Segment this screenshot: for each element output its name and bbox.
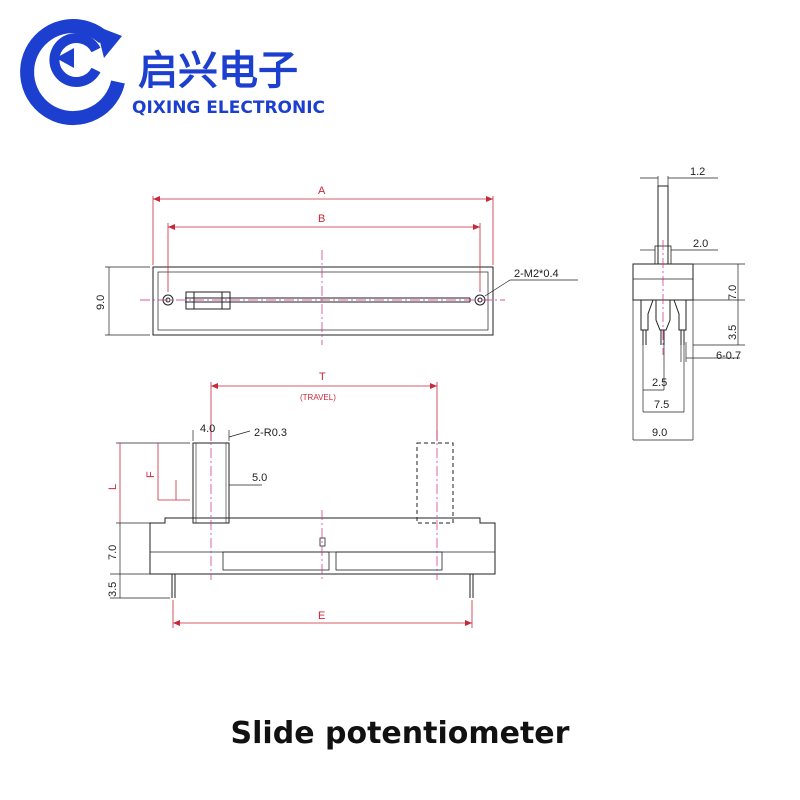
dimension-lines xyxy=(119,196,494,628)
lever-length-label: L xyxy=(107,484,119,490)
side-pin-width-label: 6-0.7 xyxy=(716,350,741,362)
brand-name-cn: 启兴电子 xyxy=(138,48,298,94)
brand-logo: 启兴电子 QIXING ELECTRONIC xyxy=(20,19,325,126)
side-width-label: 9.0 xyxy=(652,427,667,439)
side-pin-height-label: 3.5 xyxy=(727,325,739,340)
side-pitch-1-label: 2.5 xyxy=(652,377,667,389)
travel-label: T xyxy=(319,371,326,383)
front-view-body xyxy=(149,517,496,575)
side-body-height-label: 7.0 xyxy=(727,285,739,300)
side-lever-thk-label: 1.2 xyxy=(690,166,705,178)
logo-mark-icon xyxy=(20,19,125,126)
lever-5-label: 5.0 xyxy=(252,472,267,484)
caption: Slide potentiometer xyxy=(230,716,570,751)
lever-f-label: F xyxy=(145,471,157,478)
top-view-body xyxy=(152,266,494,336)
brand-name-en: QIXING ELECTRONIC xyxy=(132,98,325,118)
side-view xyxy=(632,176,745,440)
center-lines xyxy=(140,240,664,580)
lever-width-label: 4.0 xyxy=(200,423,215,435)
lever-radius-label: 2-R0.3 xyxy=(254,427,287,439)
mount-hole-label: 2-M2*0.4 xyxy=(514,268,559,280)
side-lever-2-label: 2.0 xyxy=(693,238,708,250)
side-pitch-2-label: 7.5 xyxy=(654,399,669,411)
arrowheads xyxy=(153,196,493,626)
travel-note: (TRAVEL) xyxy=(300,393,336,402)
top-view xyxy=(105,266,578,336)
pin-height-label: 3.5 xyxy=(107,582,119,597)
body-height-label: 7.0 xyxy=(107,545,119,560)
dim-e-label: E xyxy=(318,610,325,622)
dim-a-label: A xyxy=(318,185,326,197)
top-view-inner-frame xyxy=(157,271,489,331)
top-height-label: 9.0 xyxy=(95,295,107,310)
dim-b-label: B xyxy=(318,213,325,225)
front-view-lever-right xyxy=(416,442,454,524)
side-view-lever xyxy=(657,185,669,265)
top-view-knob xyxy=(185,291,231,310)
